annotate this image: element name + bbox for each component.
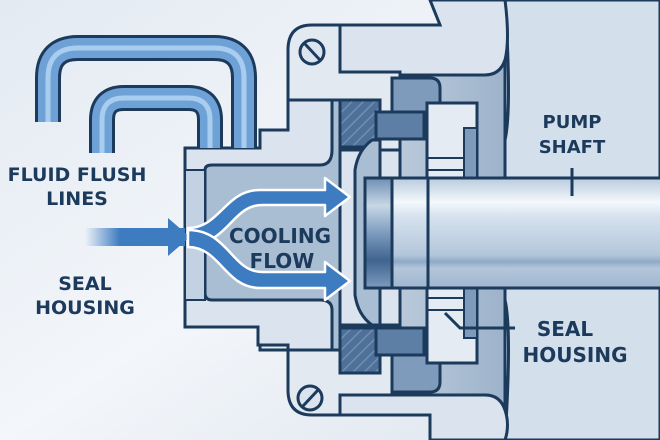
flush-pipe-outer xyxy=(35,35,257,148)
label-fluid-flush-lines-2: LINES xyxy=(46,188,108,210)
label-seal-housing-right-2: HOUSING xyxy=(523,343,628,367)
label-seal-housing-left-2: HOUSING xyxy=(35,297,135,319)
bolt-icon-bottom xyxy=(296,384,324,412)
flush-pipe-inner xyxy=(89,85,223,153)
inlet-flow-arrow xyxy=(85,218,190,256)
seal-face-top xyxy=(374,110,426,141)
label-seal-housing-left-1: SEAL xyxy=(58,273,111,295)
label-cooling-flow-2: FLOW xyxy=(250,249,315,273)
label-fluid-flush-lines-1: FLUID FLUSH xyxy=(8,164,147,186)
seal-housing-leader xyxy=(443,311,515,330)
label-pump-shaft-1: PUMP xyxy=(543,112,602,133)
cooling-arrow-upper xyxy=(186,176,352,247)
bolt-icon-top xyxy=(298,38,326,66)
seal-spring-top xyxy=(463,127,478,179)
shaft-collar xyxy=(390,176,434,290)
seal-spring-bottom xyxy=(463,287,478,339)
label-cooling-flow-1: COOLING xyxy=(229,224,331,248)
cooling-arrow-lower xyxy=(186,228,352,302)
pump-shaft xyxy=(426,176,660,290)
label-pump-shaft-2: SHAFT xyxy=(539,137,606,158)
seal-face-bottom xyxy=(374,326,426,357)
cooling-flow-arrows xyxy=(186,176,352,302)
seal-ring-hatched-bottom xyxy=(338,326,382,375)
shaft-sleeve xyxy=(363,176,397,290)
label-seal-housing-right-1: SEAL xyxy=(537,317,594,341)
